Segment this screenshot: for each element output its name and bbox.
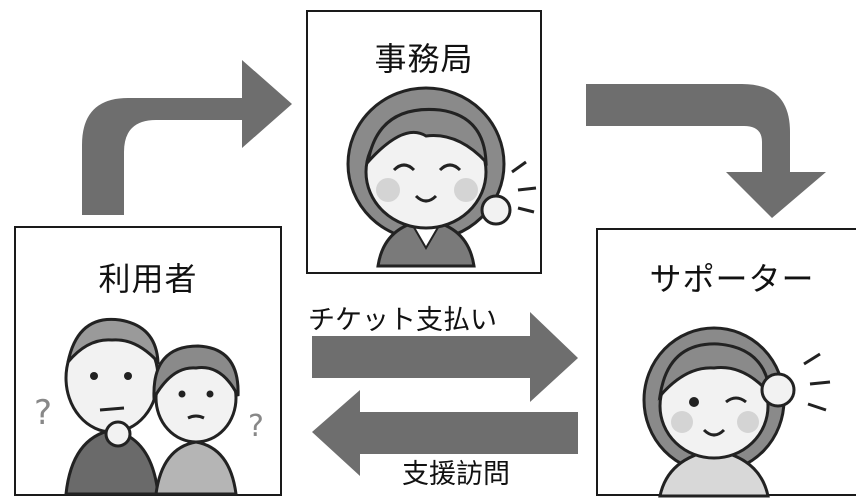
arrow-ticket-payment [312, 312, 578, 402]
arrow-support-visit [312, 390, 578, 476]
office-box: 事務局 [306, 10, 542, 274]
question-mark-icon: ? [248, 409, 264, 444]
supporter-box: サポーター [596, 228, 856, 498]
supporter-illustration [642, 326, 831, 498]
user-title: 利用者 [98, 260, 198, 298]
sparkle-lines-icon [803, 352, 831, 412]
sparkle-lines-icon [511, 160, 537, 214]
question-mark-icon: ? [34, 393, 52, 433]
ticket-payment-label: チケット支払い [308, 305, 497, 336]
office-staff-illustration [346, 86, 537, 268]
arrow-user-to-office [82, 60, 292, 215]
office-title: 事務局 [374, 40, 474, 78]
supporter-title: サポーター [649, 260, 815, 298]
user-box: 利用者 ? ? [14, 226, 282, 496]
user-illustration: ? ? [34, 317, 264, 496]
arrow-office-to-supporter [586, 84, 826, 218]
support-visit-label: 支援訪問 [402, 459, 510, 490]
